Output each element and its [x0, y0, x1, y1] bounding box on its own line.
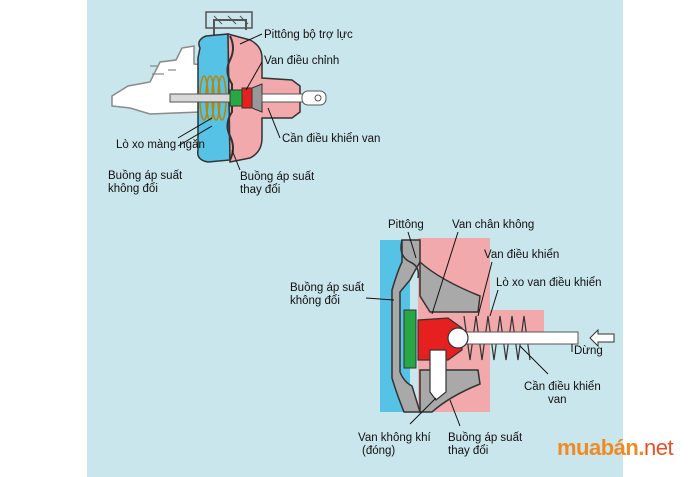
- bottom-label-control-valve: Van điều khiển: [484, 249, 559, 261]
- bottom-label-stop: Dừng: [574, 345, 603, 357]
- top-label-constant-chamber-1: Buồng áp suất: [108, 170, 183, 182]
- bottom-label-variable-chamber-1: Buồng áp suất: [448, 432, 523, 444]
- watermark-dot: .: [638, 435, 644, 460]
- bottom-label-variable-chamber-2: thay đổi: [448, 445, 488, 457]
- bottom-valve-diagram: Pittông Van chân không Van điều khiển Lò…: [290, 219, 615, 457]
- muaban-watermark-logo: muabán.net: [557, 434, 674, 462]
- bottom-red-plunger: [417, 317, 463, 361]
- bottom-stop-arrow-icon: [589, 328, 615, 348]
- top-label-valve-rod: Cần điều khiển van: [282, 133, 380, 145]
- bottom-label-constant-chamber-1: Buồng áp suất: [290, 282, 365, 294]
- watermark-tld: net: [643, 435, 674, 460]
- top-label-variable-chamber-2: thay đổi: [240, 184, 280, 196]
- bottom-valve-rod: [459, 331, 579, 345]
- top-label-variable-chamber-1: Buồng áp suất: [240, 171, 315, 183]
- bottom-label-control-valve-spring: Lò xo van điều khiển: [496, 277, 602, 289]
- bottom-label-air-valve-2: (đóng): [362, 445, 395, 457]
- top-valve-red: [241, 87, 253, 109]
- top-label-constant-chamber-2: không đổi: [108, 183, 158, 195]
- top-label-control-valve: Van điều chỉnh: [264, 55, 339, 67]
- watermark-brand: muabán: [557, 435, 639, 460]
- top-valve-green: [229, 89, 243, 107]
- bottom-label-valve-rod-1: Cần điều khiển: [524, 381, 601, 393]
- top-push-rod: [169, 93, 233, 103]
- bottom-label-vacuum-valve: Van chân không: [452, 219, 534, 231]
- bottom-label-constant-chamber-2: không đổi: [290, 295, 340, 307]
- top-engine-housing: [111, 45, 211, 115]
- top-label-booster-piston: Pittông bộ trợ lực: [264, 29, 353, 41]
- bottom-label-piston: Pittông: [388, 219, 424, 231]
- bottom-piston-body: [391, 239, 422, 413]
- bottom-label-air-valve-1: Van không khí: [358, 432, 431, 444]
- top-label-diaphragm-spring: Lò xo màng ngăn: [116, 139, 205, 151]
- top-booster-diagram: Pittông bộ trợ lực Van điều chỉnh Cần đi…: [108, 11, 380, 196]
- bottom-green-valve: [403, 309, 417, 369]
- bottom-label-valve-rod-2: van: [548, 394, 567, 406]
